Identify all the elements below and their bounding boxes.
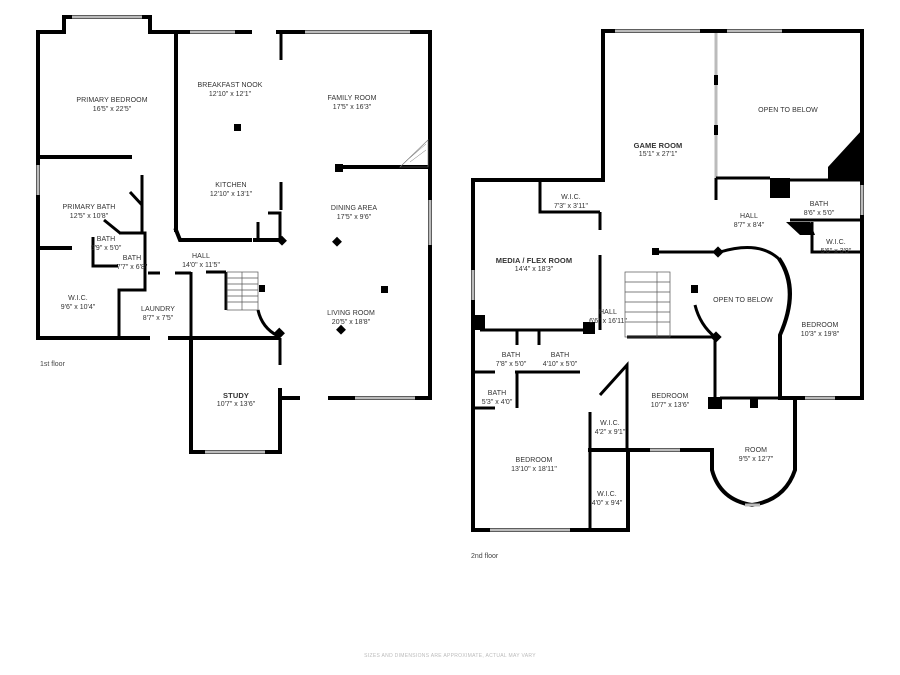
room-primary-bath: PRIMARY BATH 12'5" x 10'8" — [63, 203, 116, 221]
floor-caption-2nd: 2nd floor — [471, 553, 499, 560]
room-dimensions: 12'5" x 10'8" — [69, 213, 109, 220]
first-floor-walls — [36, 15, 432, 454]
room-dimensions: 16'5" x 22'5" — [92, 106, 132, 113]
floor-caption-1st: 1st floor — [40, 361, 65, 368]
room-name: BEDROOM — [515, 457, 553, 464]
room-primary-bedroom: PRIMARY BEDROOM 16'5" x 22'5" — [76, 96, 147, 114]
room-bedroom-middle: BEDROOM 10'7" x 13'6" — [651, 392, 689, 410]
room-name: W.I.C. — [68, 295, 88, 302]
room-dimensions: 10'7" x 13'6" — [216, 401, 256, 408]
room-dimensions: 8'6" x 5'0" — [803, 210, 835, 217]
room-name: BATH — [550, 352, 570, 359]
room-bath-a: BATH 7'8" x 5'0" — [496, 351, 527, 369]
room-bath-b: BATH 4'10" x 5'0" — [543, 351, 578, 369]
room-dimensions: 12'10" x 13'1" — [209, 191, 253, 198]
room-name: W.I.C. — [600, 420, 620, 427]
room-name: STUDY — [223, 391, 249, 400]
room-open-to-below-upper: OPEN TO BELOW — [758, 106, 818, 115]
room-dimensions: 7'8" x 5'0" — [495, 361, 527, 368]
room-wic-lower: W.I.C. 4'0" x 9'4" — [592, 490, 623, 508]
room-name: DINING AREA — [330, 205, 378, 212]
room-name: BEDROOM — [801, 322, 839, 329]
room-name: LIVING ROOM — [327, 310, 375, 317]
room-name: HALL — [599, 309, 617, 316]
room-bedroom-right: BEDROOM 10'3" x 19'8" — [801, 321, 839, 339]
room-wic-media: W.I.C. 7'3" x 3'11" — [554, 193, 588, 211]
room-name: LAUNDRY — [140, 306, 176, 313]
room-name: KITCHEN — [215, 182, 247, 189]
room-name: BATH — [487, 390, 507, 397]
room-dimensions: 7'7" x 6'8" — [116, 264, 148, 271]
room-name: GAME ROOM — [633, 141, 683, 150]
room-name: OPEN TO BELOW — [713, 297, 773, 304]
room-open-to-below-round: OPEN TO BELOW — [713, 296, 773, 305]
second-floor-walls — [471, 29, 864, 532]
room-name: HALL — [740, 213, 758, 220]
room-dimensions: 4'2" x 9'1" — [594, 429, 626, 436]
room-dimensions: 17'5" x 9'6" — [336, 214, 372, 221]
room-dimensions: 5'6" x 3'8" — [820, 248, 852, 255]
room-game-room: GAME ROOM 15'1" x 27'1" — [634, 141, 683, 159]
room-name: PRIMARY BEDROOM — [76, 97, 148, 104]
room-hall-2f: HALL 6'6" x 16'11" — [589, 308, 627, 326]
room-family-room: FAMILY ROOM 17'5" x 16'3" — [327, 94, 376, 112]
room-hall: HALL 14'0" x 11'5" — [182, 252, 220, 270]
room-name: BATH — [501, 352, 521, 359]
room-dimensions: 7'3" x 3'11" — [554, 203, 588, 210]
room-dimensions: 8'7" x 8'4" — [733, 222, 765, 229]
room-name: W.I.C. — [826, 239, 846, 246]
room-kitchen: KITCHEN 12'10" x 13'1" — [210, 181, 252, 199]
room-dimensions: 10'7" x 13'6" — [650, 402, 690, 409]
room-dimensions: 14'4" x 18'3" — [514, 266, 554, 273]
room-name: MEDIA / FLEX ROOM — [495, 256, 573, 265]
room-dimensions: 13'10" x 18'11" — [511, 466, 557, 473]
room-dimensions: 15'1" x 27'1" — [638, 151, 678, 158]
room-dimensions: 14'0" x 11'5" — [182, 262, 220, 269]
room-dimensions: 9'6" x 10'4" — [60, 304, 96, 311]
room-dimensions: 17'5" x 16'3" — [332, 104, 372, 111]
room-dimensions: 4'10" x 5'0" — [542, 361, 578, 368]
room-wic-diagonal: W.I.C. 4'2" x 9'1" — [595, 419, 626, 437]
room-living-room: LIVING ROOM 20'5" x 18'8" — [327, 309, 375, 327]
room-study: STUDY 10'7" x 13'6" — [217, 391, 255, 409]
room-hall-upper: HALL 8'7" x 8'4" — [734, 212, 765, 230]
room-bath-small: BATH 5'9" x 5'0" — [91, 235, 122, 253]
room-dimensions: 8'7" x 7'5" — [142, 315, 174, 322]
room-wic-upper-right: W.I.C. 5'6" x 3'8" — [821, 238, 852, 256]
room-name: BATH — [809, 201, 829, 208]
room-name: FAMILY ROOM — [327, 95, 377, 102]
room-dimensions: 20'5" x 18'8" — [331, 319, 371, 326]
room-dimensions: 10'3" x 19'8" — [800, 331, 840, 338]
room-name: W.I.C. — [597, 491, 617, 498]
room-round-room: ROOM 9'5" x 12'7" — [739, 446, 774, 464]
room-bath: BATH 7'7" x 6'8" — [117, 254, 148, 272]
room-bedroom-left: BEDROOM 13'10" x 18'11" — [511, 456, 557, 474]
room-name: W.I.C. — [561, 194, 581, 201]
room-bath-upper-right: BATH 8'6" x 5'0" — [804, 200, 835, 218]
room-laundry: LAUNDRY 8'7" x 7'5" — [141, 305, 175, 323]
room-media-flex: MEDIA / FLEX ROOM 14'4" x 18'3" — [496, 256, 572, 274]
room-dimensions: 12'10" x 12'1" — [208, 91, 252, 98]
room-name: ROOM — [744, 447, 768, 454]
room-bath-c: BATH 5'3" x 4'0" — [482, 389, 513, 407]
room-wic: W.I.C. 9'6" x 10'4" — [61, 294, 96, 312]
room-name: OPEN TO BELOW — [758, 107, 818, 114]
room-dimensions: 9'5" x 12'7" — [738, 456, 774, 463]
disclaimer: SIZES AND DIMENSIONS ARE APPROXIMATE, AC… — [364, 653, 536, 659]
room-name: BREAKFAST NOOK — [197, 82, 263, 89]
room-name: BEDROOM — [651, 393, 689, 400]
room-breakfast-nook: BREAKFAST NOOK 12'10" x 12'1" — [197, 81, 262, 99]
room-dining-area: DINING AREA 17'5" x 9'6" — [331, 204, 377, 222]
room-name: PRIMARY BATH — [62, 204, 116, 211]
room-name: BATH — [96, 236, 116, 243]
room-dimensions: 6'6" x 16'11" — [589, 318, 627, 325]
room-name: BATH — [122, 255, 142, 262]
room-name: HALL — [192, 253, 210, 260]
room-dimensions: 5'9" x 5'0" — [90, 245, 122, 252]
room-dimensions: 4'0" x 9'4" — [591, 500, 623, 507]
room-dimensions: 5'3" x 4'0" — [481, 399, 513, 406]
